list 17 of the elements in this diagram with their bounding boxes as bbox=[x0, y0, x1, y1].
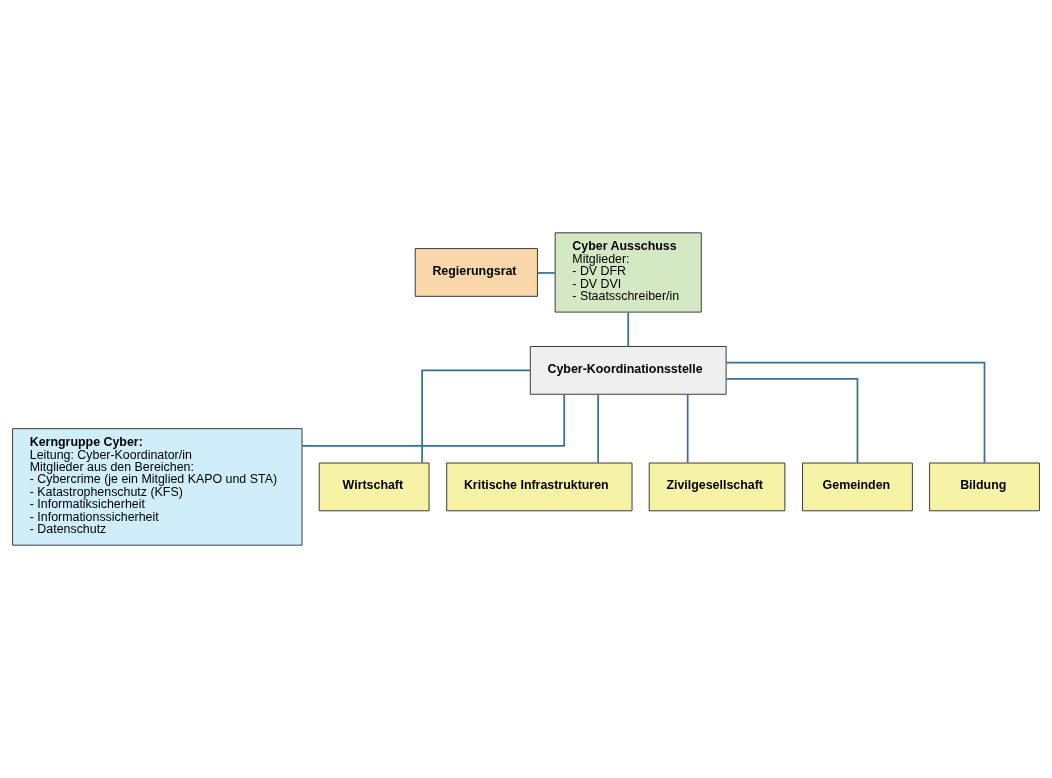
connector bbox=[725, 361, 986, 464]
node-box: Cyber-Koordinationsstelle bbox=[529, 346, 727, 395]
node-box: Zivilgesellschaft bbox=[648, 462, 786, 512]
connector bbox=[686, 393, 689, 464]
connector bbox=[597, 393, 599, 464]
node-box: Regierungsrat bbox=[414, 248, 538, 297]
node-box: Cyber Ausschuss Mitglieder: - DV DFR - DV DVI - Staatsschreiber/in bbox=[554, 232, 702, 313]
connector bbox=[301, 393, 566, 447]
node-box: Kritische Infrastrukturen bbox=[446, 462, 633, 512]
connector bbox=[627, 311, 630, 348]
node-box: Wirtschaft bbox=[318, 462, 430, 512]
connector bbox=[536, 272, 556, 274]
node-box: Bildung bbox=[929, 462, 1040, 512]
node-box: Kerngruppe Cyber: Leitung: Cyber-Koordinator/in Mitglieder aus den Bereichen: - Cybercrime (je ein Mitglied KAPO und STA) - Katastrophenschutz (KFS) - Informatiksicherheit - Informationssicherheit - Datenschutz bbox=[12, 428, 303, 546]
connector bbox=[725, 378, 859, 464]
connector bbox=[421, 369, 532, 464]
node-box: Gemeinden bbox=[802, 462, 913, 512]
